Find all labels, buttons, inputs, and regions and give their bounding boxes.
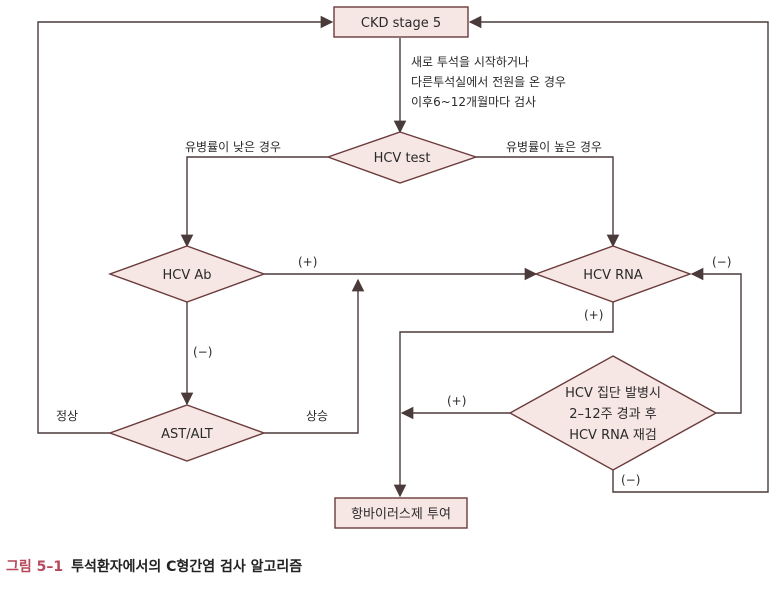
retest-line-2: 다른투석실에서 전원을 온 경우 — [411, 75, 566, 89]
retest-line-3: 이후6~12개월마다 검사 — [411, 95, 536, 109]
node-hcv-cluster-retest: HCV 집단 발병시 2–12주 경과 후 HCV RNA 재검 — [508, 355, 718, 471]
node-antiviral: 항바이러스제 투여 — [334, 497, 468, 529]
label-high-prevalence: 유병률이 높은 경우 — [506, 140, 602, 154]
hcv-ab-label: HCV Ab — [162, 268, 211, 283]
edge-rna-positive-to-antiviral — [393, 302, 614, 498]
label-cluster-negative: (−) — [621, 473, 640, 487]
label-low-prevalence: 유병률이 낮은 경우 — [185, 140, 281, 154]
cluster-line-2: 2–12주 경과 후 — [569, 407, 656, 422]
label-elevated: 상승 — [306, 409, 328, 423]
cluster-line-3: HCV RNA 재검 — [569, 428, 657, 443]
edge-test-to-ab — [180, 156, 328, 248]
edges — [37, 15, 769, 498]
label-rna-positive: (+) — [584, 308, 603, 322]
antiviral-label: 항바이러스제 투여 — [351, 507, 451, 522]
ast-alt-label: AST/ALT — [161, 427, 213, 442]
ckd-label: CKD stage 5 — [361, 16, 441, 31]
cluster-line-1: HCV 집단 발병시 — [565, 386, 661, 401]
edge-ast-normal-to-ckd — [37, 15, 334, 434]
hcv-rna-label: HCV RNA — [583, 268, 643, 283]
figure-number: 그림 5–1 — [6, 559, 64, 575]
hcv-test-label: HCV test — [374, 151, 431, 166]
node-ckd-stage-5: CKD stage 5 — [333, 6, 469, 38]
node-ast-alt: AST/ALT — [107, 404, 267, 462]
label-ab-negative: (−) — [193, 345, 212, 359]
node-hcv-ab: HCV Ab — [107, 245, 267, 303]
label-cluster-positive: (+) — [447, 394, 466, 408]
edge-ast-elevated — [264, 278, 365, 434]
figure-title: 투석환자에서의 C형간염 검사 알고리즘 — [71, 559, 303, 575]
edge-test-to-rna — [476, 156, 620, 248]
label-rna-negative: (−) — [712, 255, 731, 269]
retest-note: 새로 투석을 시작하거나 다른투석실에서 전원을 온 경우 이후6~12개월마다… — [411, 55, 566, 109]
label-ab-positive: (+) — [298, 255, 317, 269]
label-normal: 정상 — [56, 409, 78, 423]
figure-caption: 그림 5–1 투석환자에서의 C형간염 검사 알고리즘 — [6, 556, 302, 576]
edge-labels: 유병률이 낮은 경우 유병률이 높은 경우 (+) (−) (−) (+) (+… — [56, 140, 731, 487]
retest-line-1: 새로 투석을 시작하거나 — [411, 55, 529, 69]
node-hcv-rna: HCV RNA — [533, 245, 693, 303]
node-hcv-test: HCV test — [325, 131, 479, 184]
edge-cluster-negative-to-ckd — [468, 15, 769, 493]
edge-rna-negative-to-cluster — [690, 267, 742, 414]
